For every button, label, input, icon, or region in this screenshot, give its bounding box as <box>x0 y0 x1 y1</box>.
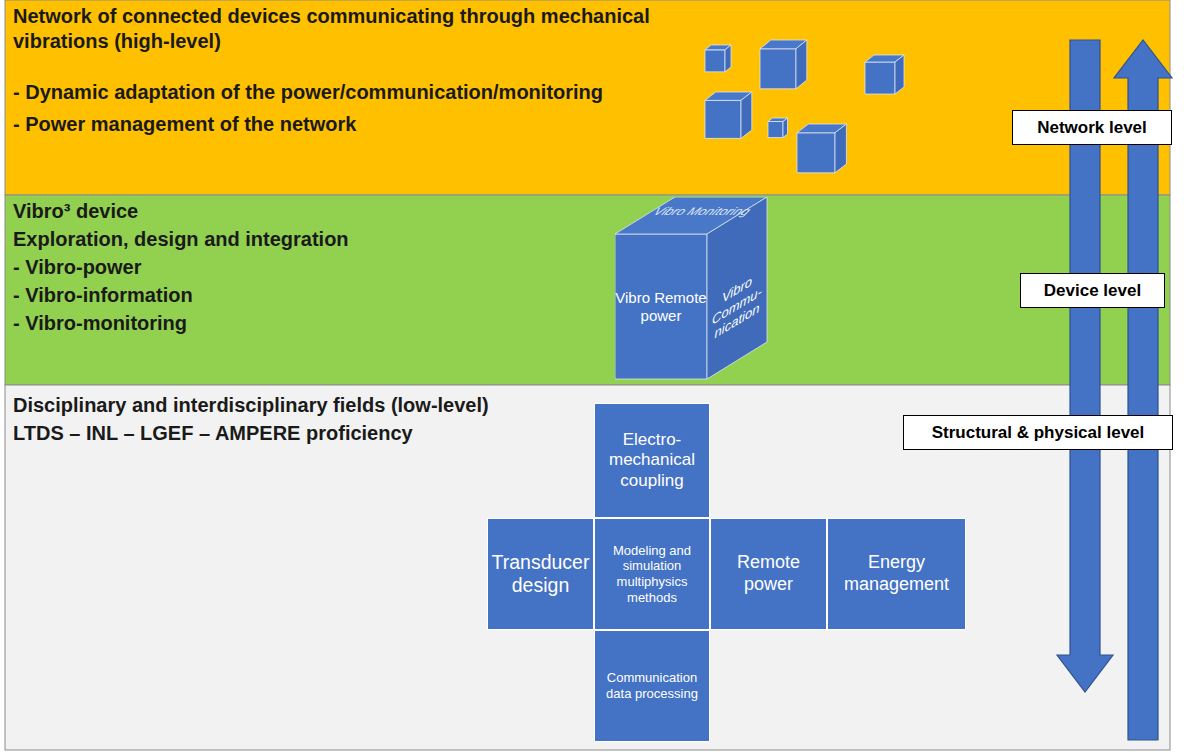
discipline-box: Transducer design <box>487 518 594 630</box>
cube-face <box>796 40 807 89</box>
discipline-label: Remote power <box>714 552 823 595</box>
text-slot: - Vibro-monitoring <box>13 311 573 336</box>
text-slot: Communication data processing <box>595 631 709 741</box>
up-arrow <box>1114 40 1172 740</box>
text-slot: Energy management <box>828 519 965 629</box>
level-label: Structural & physical level <box>932 423 1145 443</box>
discipline-box: Communication data processing <box>594 630 710 742</box>
discipline-box: Modeling and simulation multiphysics met… <box>594 518 710 630</box>
discipline-box: Electro-mechanical coupling <box>594 403 710 518</box>
cube-face <box>895 55 904 94</box>
text-slot: - Vibro-power <box>13 255 573 280</box>
text-slot: Electro-mechanical coupling <box>595 404 709 517</box>
level-band: Vibro³ deviceExploration, design and int… <box>5 195 1170 385</box>
discipline-label: Modeling and simulation multiphysics met… <box>598 543 706 605</box>
text-slot: - Dynamic adaptation of the power/commun… <box>13 80 703 105</box>
text-slot: - Power management of the network <box>13 112 703 137</box>
text-slot: Remote power <box>711 519 826 629</box>
band-ground <box>5 0 1170 195</box>
cube-face <box>615 234 707 379</box>
level-label-box: Network level <box>1012 110 1172 145</box>
text-slot: Modeling and simulation multiphysics met… <box>595 519 709 629</box>
band-ground <box>5 195 1170 385</box>
cube-face <box>725 45 731 72</box>
text-slot: - Vibro-information <box>13 283 573 308</box>
level-label: Device level <box>1044 281 1141 301</box>
text-slot: Vibro³ device <box>13 199 573 224</box>
text-slot: Network of connected devices communicati… <box>13 4 653 54</box>
text-slot: Structural & physical level <box>904 416 1172 449</box>
level-label: Network level <box>1037 118 1147 138</box>
band-text: - Vibro-monitoring <box>13 311 573 336</box>
network-cube <box>865 55 904 94</box>
network-cube <box>705 45 731 72</box>
text-slot: Exploration, design and integration <box>13 227 573 252</box>
discipline-label: Transducer design <box>491 551 590 598</box>
band-text: LTDS – INL – LGEF – AMPERE proficiency <box>13 421 633 446</box>
band-ground <box>5 385 1170 750</box>
cube-top-label: Vibro Monitoring <box>632 205 771 218</box>
cube-face <box>783 118 788 138</box>
discipline-label: Communication data processing <box>598 670 706 701</box>
discipline-label: Electro-mechanical coupling <box>598 430 706 491</box>
network-cube <box>797 124 846 173</box>
band-heading: Network of connected devices communicati… <box>13 4 653 54</box>
cube-face <box>705 50 725 72</box>
cube-face <box>768 122 783 138</box>
text-slot: Network level <box>1013 111 1171 144</box>
cube-front-label: Vibro Remote power <box>615 289 707 325</box>
band-text: Exploration, design and integration <box>13 227 573 252</box>
cube-face <box>741 92 752 138</box>
band-heading: Vibro³ device <box>13 199 573 224</box>
cube-shape <box>615 197 767 379</box>
level-label-box: Device level <box>1020 273 1165 308</box>
cube-face <box>760 49 796 89</box>
discipline-label: Energy management <box>831 552 962 595</box>
network-cube <box>705 92 752 138</box>
text-slot: LTDS – INL – LGEF – AMPERE proficiency <box>13 421 633 446</box>
cube-face <box>865 62 895 94</box>
level-label-box: Structural & physical level <box>903 415 1173 450</box>
text-slot: Transducer design <box>488 519 593 629</box>
band-text: - Power management of the network <box>13 112 703 137</box>
cube-face <box>835 124 846 173</box>
level-band: Network of connected devices communicati… <box>5 0 1170 195</box>
cube-face <box>705 100 741 138</box>
discipline-box: Remote power <box>710 518 827 630</box>
text-slot: Device level <box>1021 274 1164 307</box>
band-text: - Dynamic adaptation of the power/commun… <box>13 80 703 105</box>
discipline-box: Energy management <box>827 518 966 630</box>
network-cube <box>760 40 807 89</box>
cube-side-label: Vibro Commu-nication <box>709 265 765 345</box>
cube-face <box>797 133 835 173</box>
text-slot: Disciplinary and interdisciplinary field… <box>13 393 633 418</box>
text-slot: Vibro Remote power <box>615 254 707 359</box>
band-text: - Vibro-power <box>13 255 573 280</box>
text-slot: Vibro Monitoring <box>637 204 767 220</box>
text-slot: Vibro Commu-nication <box>709 238 765 373</box>
network-cube <box>768 118 788 138</box>
band-text: - Vibro-information <box>13 283 573 308</box>
device-cube: Vibro Remote power Vibro MonitoringVibro … <box>615 197 770 381</box>
band-heading: Disciplinary and interdisciplinary field… <box>13 393 633 418</box>
cube-face <box>707 197 767 379</box>
